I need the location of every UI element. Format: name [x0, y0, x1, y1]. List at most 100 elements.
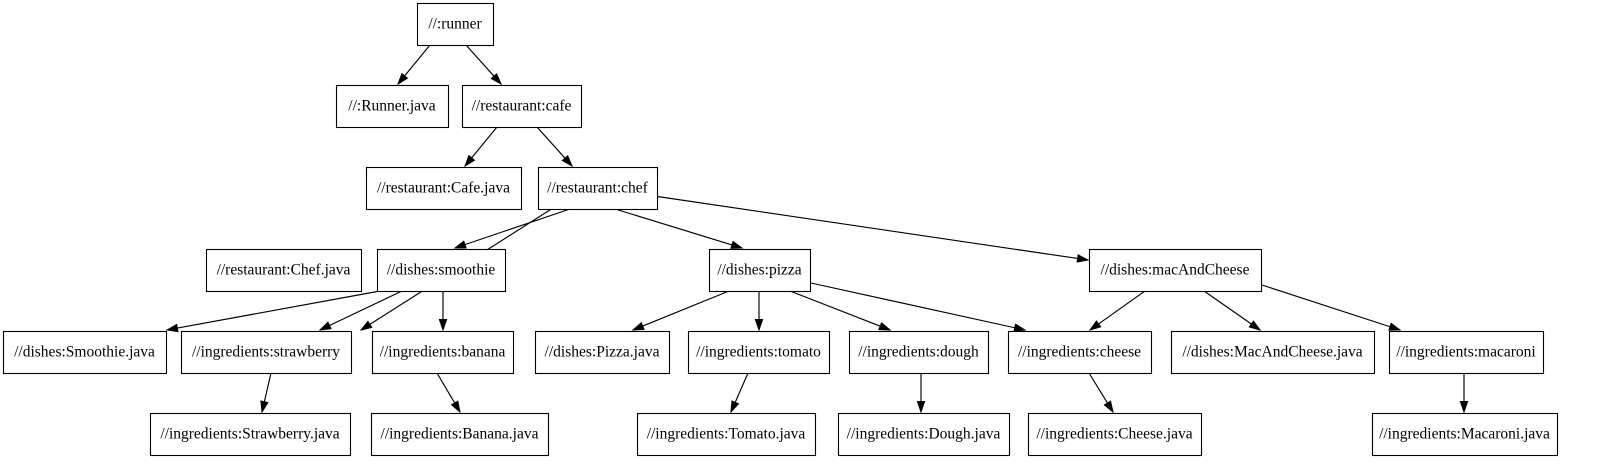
edge-line — [329, 290, 403, 327]
edge-line — [1098, 290, 1146, 325]
node-box[interactable] — [687, 330, 831, 375]
edge-line — [1203, 290, 1252, 325]
node-label: //ingredients:Tomato.java — [647, 426, 806, 443]
graph-node-cheese_java[interactable]: //ingredients:Cheese.java — [1027, 412, 1203, 457]
graph-node-dishes_mac[interactable]: //dishes:macAndCheese — [1088, 248, 1263, 293]
graph-edge — [436, 372, 461, 414]
node-box[interactable] — [837, 412, 1011, 457]
graph-edge — [397, 44, 431, 86]
graph-edge — [1088, 290, 1146, 331]
graph-node-ing_strawberry[interactable]: //ingredients:strawberry — [180, 330, 353, 375]
edge-line — [404, 44, 431, 77]
node-label: //ingredients:Macaroni.java — [1379, 426, 1550, 443]
node-label: //ingredients:strawberry — [192, 344, 340, 361]
edge-line — [177, 290, 381, 329]
graph-edge — [318, 290, 403, 331]
edge-arrowhead-icon — [878, 321, 892, 331]
edge-line — [464, 208, 571, 246]
edge-line — [536, 126, 566, 159]
node-box[interactable] — [1170, 330, 1376, 375]
node-box[interactable] — [636, 412, 817, 457]
edge-arrowhead-icon — [1248, 320, 1262, 331]
graph-edge — [916, 373, 926, 414]
graph-edge — [1088, 372, 1114, 414]
edge-arrowhead-icon — [318, 321, 332, 331]
node-box[interactable] — [365, 166, 523, 211]
graph-node-restaurant_chef[interactable]: //restaurant:chef — [537, 166, 659, 211]
node-box[interactable] — [848, 330, 990, 375]
graph-edge — [1261, 284, 1402, 331]
graph-node-restaurant_cafe[interactable]: //restaurant:cafe — [461, 84, 583, 129]
node-label: //dishes:macAndCheese — [1101, 262, 1250, 279]
node-box[interactable] — [1027, 412, 1203, 457]
edge-arrowhead-icon — [1459, 401, 1469, 414]
edge-arrowhead-icon — [260, 400, 269, 414]
graph-node-ing_cheese[interactable]: //ingredients:cheese — [1007, 330, 1153, 375]
edge-arrowhead-icon — [438, 319, 448, 332]
graph-node-banana_java[interactable]: //ingredients:Banana.java — [370, 412, 550, 457]
graph-node-ing_banana[interactable]: //ingredients:banana — [371, 330, 515, 375]
node-box[interactable] — [205, 248, 363, 293]
graph-node-mac_java[interactable]: //dishes:MacAndCheese.java — [1170, 330, 1376, 375]
node-box[interactable] — [370, 412, 550, 457]
edge-line — [734, 372, 749, 403]
node-label: //dishes:Pizza.java — [545, 344, 660, 361]
node-box[interactable] — [1388, 330, 1545, 375]
graph-edge — [438, 291, 448, 332]
edge-line — [1261, 284, 1391, 328]
node-label: //restaurant:cafe — [472, 98, 572, 115]
graph-edge — [464, 126, 498, 168]
edge-arrowhead-icon — [730, 400, 740, 414]
edge-arrowhead-icon — [561, 154, 574, 168]
graph-edge — [614, 208, 744, 249]
node-box[interactable] — [180, 330, 353, 375]
graph-node-smoothie_java[interactable]: //dishes:Smoothie.java — [2, 330, 168, 375]
edge-arrowhead-icon — [490, 72, 503, 86]
edge-line — [465, 44, 495, 77]
node-label: //restaurant:Cafe.java — [377, 180, 510, 197]
node-box[interactable] — [2, 330, 168, 375]
node-box[interactable] — [461, 84, 583, 129]
node-box[interactable] — [537, 166, 659, 211]
graph-node-ing_tomato[interactable]: //ingredients:tomato — [687, 330, 831, 375]
node-box[interactable] — [1088, 248, 1263, 293]
graph-node-runner_java[interactable]: //:Runner.java — [335, 84, 450, 129]
graph-node-dishes_smoothie[interactable]: //dishes:smoothie — [376, 248, 507, 293]
graph-node-cafe_java[interactable]: //restaurant:Cafe.java — [365, 166, 523, 211]
node-box[interactable] — [534, 330, 671, 375]
node-layer: //:runner //:Runner.java //restaurant:cafe… — [2, 2, 1559, 457]
edge-arrowhead-icon — [730, 240, 744, 249]
edge-line — [263, 372, 272, 402]
node-box[interactable] — [1371, 412, 1559, 457]
graph-node-ing_macaroni[interactable]: //ingredients:macaroni — [1388, 330, 1545, 375]
node-box[interactable] — [149, 412, 352, 457]
graph-node-pizza_java[interactable]: //dishes:Pizza.java — [534, 330, 671, 375]
graph-node-macaroni_java[interactable]: //ingredients:Macaroni.java — [1371, 412, 1559, 457]
graph-edge — [1203, 290, 1262, 331]
node-label: //dishes:pizza — [717, 262, 801, 279]
edge-arrowhead-icon — [1013, 323, 1027, 332]
edge-line — [614, 208, 733, 246]
node-label: //ingredients:Strawberry.java — [160, 426, 339, 443]
node-box[interactable] — [708, 248, 812, 293]
graph-edge — [1459, 373, 1469, 414]
node-box[interactable] — [371, 330, 515, 375]
node-box[interactable] — [1007, 330, 1153, 375]
graph-edge — [810, 282, 1027, 332]
graph-node-dough_java[interactable]: //ingredients:Dough.java — [837, 412, 1011, 457]
edge-arrowhead-icon — [1076, 254, 1090, 263]
graph-node-ing_dough[interactable]: //ingredients:dough — [848, 330, 990, 375]
node-box[interactable] — [416, 2, 495, 47]
edge-arrowhead-icon — [450, 400, 461, 414]
graph-node-dishes_pizza[interactable]: //dishes:pizza — [708, 248, 812, 293]
node-box[interactable] — [376, 248, 507, 293]
graph-node-strawberry_java[interactable]: //ingredients:Strawberry.java — [149, 412, 352, 457]
graph-node-runner[interactable]: //:runner — [416, 2, 495, 47]
graph-node-tomato_java[interactable]: //ingredients:Tomato.java — [636, 412, 817, 457]
node-label: //restaurant:chef — [547, 180, 649, 197]
edge-arrowhead-icon — [165, 323, 179, 333]
node-box[interactable] — [335, 84, 450, 129]
edge-line — [789, 290, 881, 327]
graph-node-chef_java[interactable]: //restaurant:Chef.java — [205, 248, 363, 293]
